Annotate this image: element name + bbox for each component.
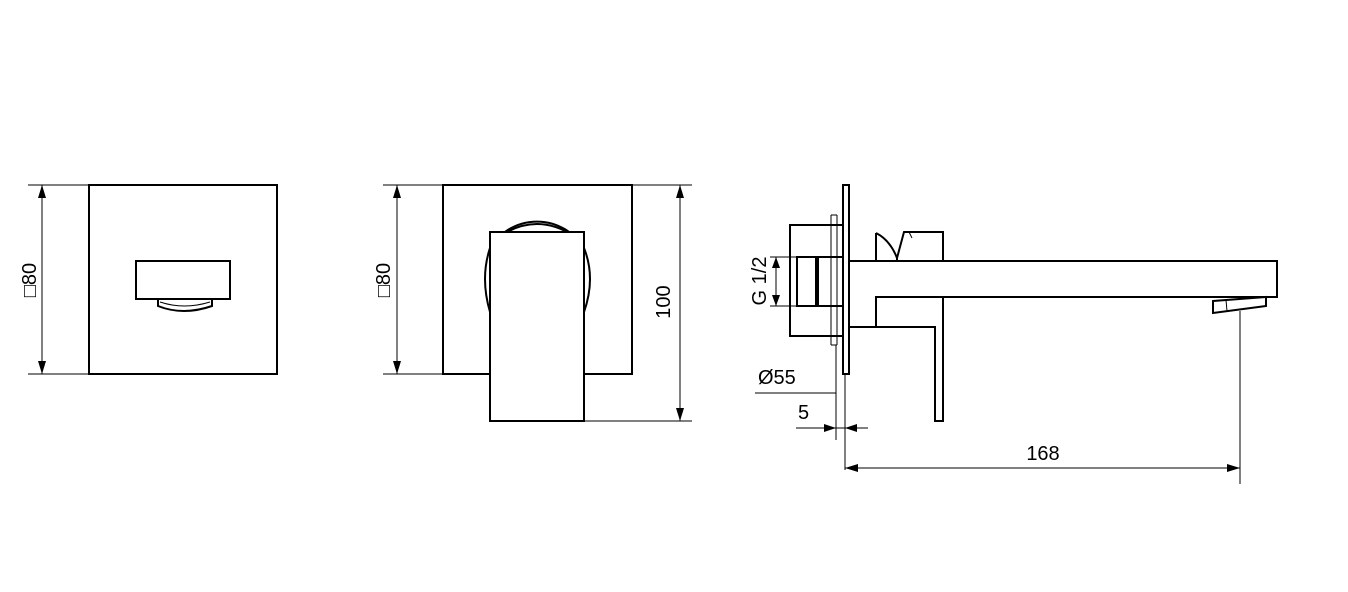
front-spout-outlet [157, 299, 213, 312]
lever-cartridge-cap-right [583, 247, 591, 313]
side-thread-label: G 1/2 [749, 257, 771, 306]
lever-cartridge-cap-left [484, 247, 491, 313]
side-projection-dimension: 168 [845, 311, 1241, 484]
side-view: G 1/2 Ø55 5 168 [749, 184, 1278, 484]
front-spout-outlet-inner [159, 301, 211, 307]
lever-handle [489, 231, 585, 422]
side-spout-outlet [1212, 295, 1267, 315]
lever-view: 100 □80 [373, 184, 692, 422]
lever-height-label: 100 [653, 285, 675, 318]
front-dimension-label: □80 [19, 263, 41, 297]
front-spout-body [135, 260, 231, 300]
front-height-dimension: □80 [19, 184, 89, 375]
front-cover-plate [88, 184, 278, 375]
side-spout [849, 260, 1278, 328]
side-lever-head [896, 231, 944, 261]
side-plate-dimension: 5 [796, 374, 868, 470]
lever-height-dimension: 100 [584, 184, 692, 422]
side-lever-bottom [876, 297, 944, 422]
side-projection-label: 168 [1026, 443, 1059, 465]
side-diameter-dimension: Ø55 [755, 345, 837, 440]
side-thread-connector-left [796, 256, 817, 307]
side-diameter-label: Ø55 [758, 367, 796, 389]
side-lever-top [875, 232, 898, 261]
side-thread-dimension: G 1/2 [749, 256, 797, 307]
side-thread-connector-right [817, 256, 844, 307]
lever-width-dimension: □80 [373, 184, 443, 375]
lever-width-label: □80 [373, 263, 395, 297]
side-plate-label: 5 [798, 402, 809, 424]
front-view: □80 [19, 184, 278, 375]
